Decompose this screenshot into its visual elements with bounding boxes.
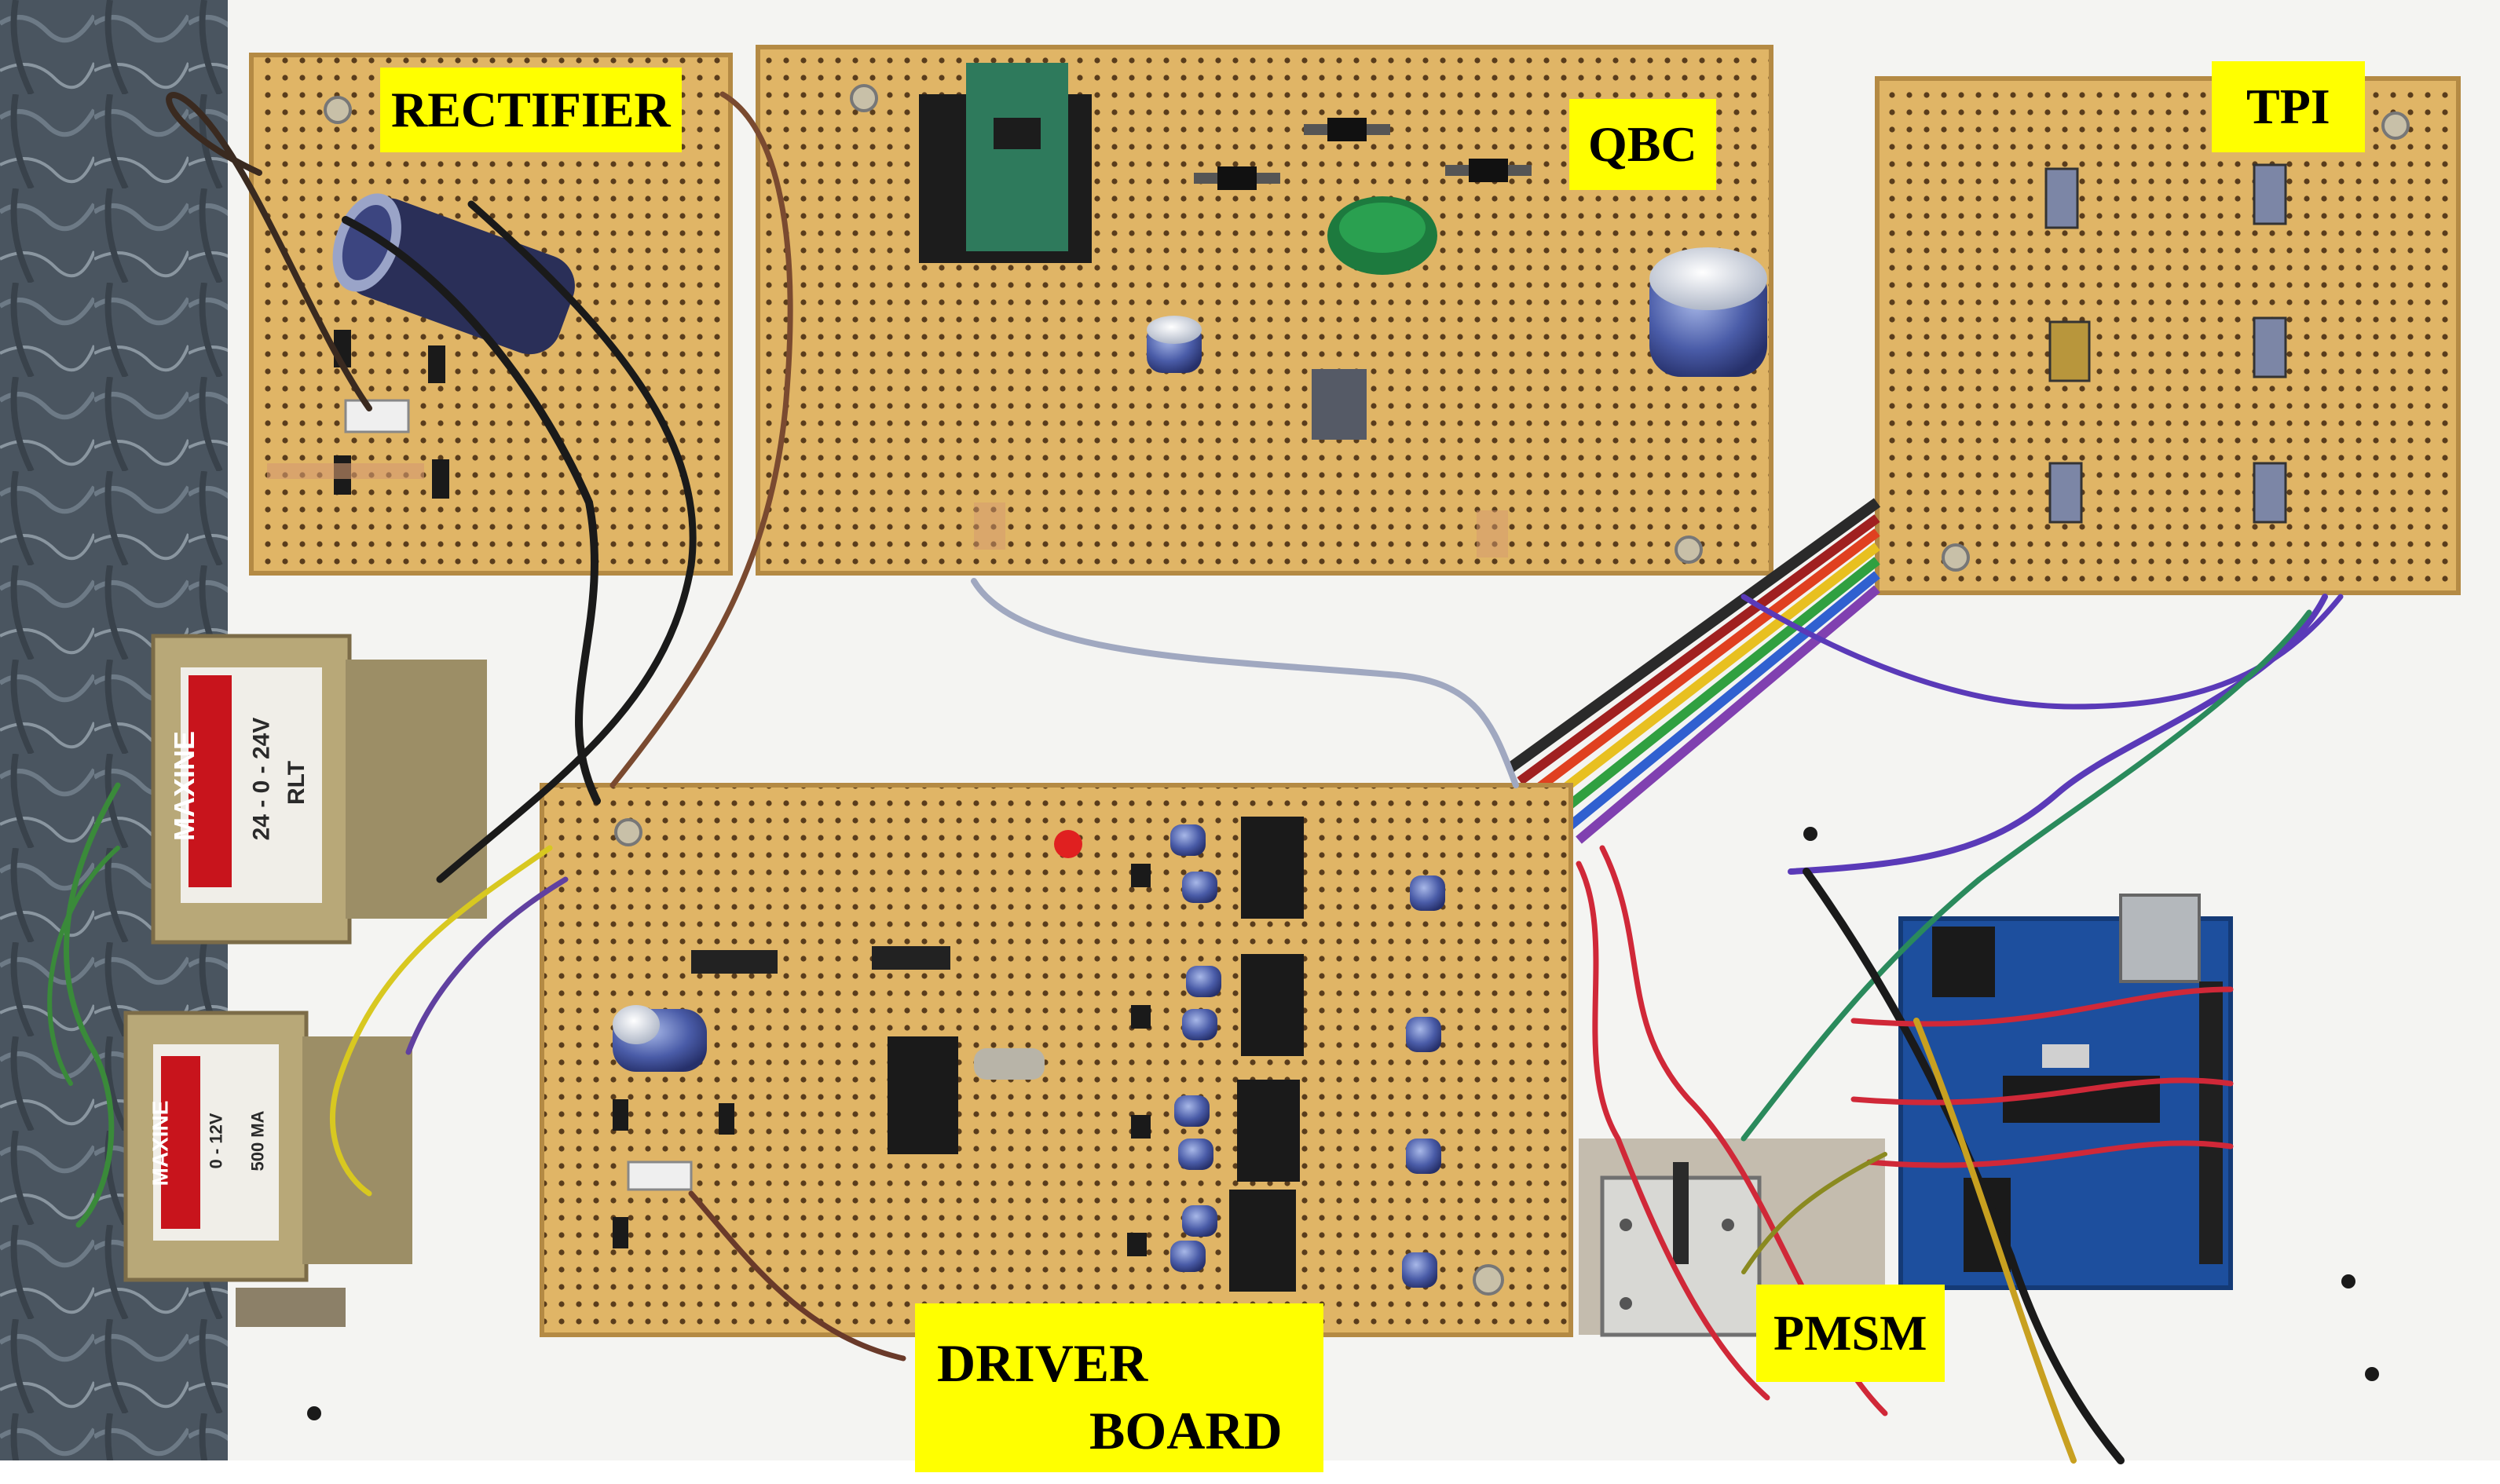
pmsm-label: PMSM [1756,1285,1945,1382]
wiring [47,91,2344,1464]
rectifier-label: RECTIFIER [380,68,682,152]
qbc-label: QBC [1569,99,1716,190]
upper-transformer-rating: 24 - 0 - 24V [248,717,275,841]
driver-label-line1: DRIVER [937,1333,1148,1393]
ribbon-cable [1504,498,1881,844]
upper-transformer-brand: MAXINE [168,730,201,842]
driver-board-label: DRIVER BOARD [915,1303,1323,1472]
tpi-board [1875,76,2461,595]
upper-transformer-model: RLT [284,760,310,806]
base-screws [307,827,2379,1420]
lower-transformer-current: 500 MA [247,1110,268,1171]
driver-board [540,783,1573,1337]
transformer-lower [123,1011,412,1327]
driver-label-line2: BOARD [1089,1401,1283,1460]
lower-transformer-rating: 0 - 12V [206,1113,226,1169]
transformer-upper [151,634,487,945]
lower-transformer-brand: MAXINE [148,1100,173,1186]
tpi-label: TPI [2212,61,2365,152]
